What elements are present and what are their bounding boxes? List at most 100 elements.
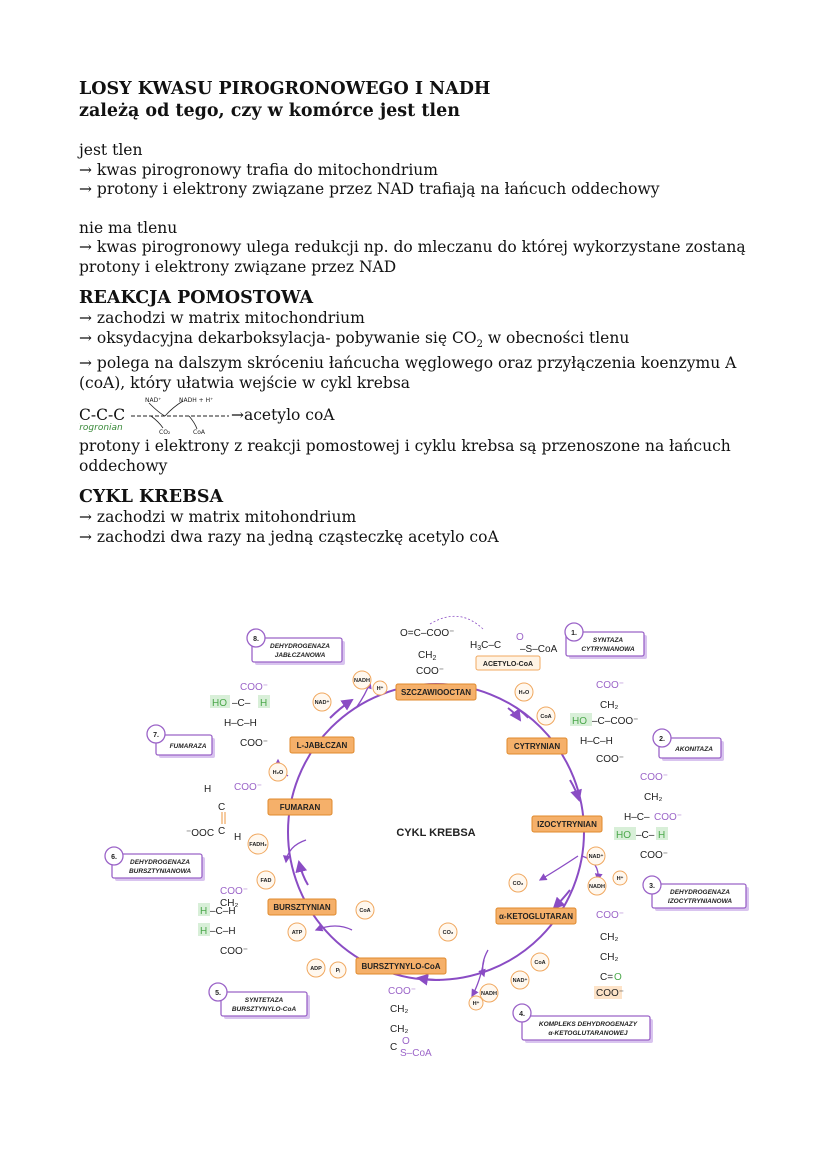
svg-text:O=C–COO⁻: O=C–COO⁻ — [400, 628, 454, 639]
svg-text:Pᵢ: Pᵢ — [336, 968, 341, 974]
svg-text:⁻OOC: ⁻OOC — [186, 828, 214, 839]
bridge-item-1: → zachodzi w matrix mitochondrium — [79, 309, 365, 327]
svg-text:C: C — [218, 802, 225, 813]
svg-text:H⁺: H⁺ — [377, 685, 384, 692]
svg-text:JABŁCZANOWA: JABŁCZANOWA — [275, 652, 326, 659]
svg-text:5.: 5. — [215, 990, 221, 997]
krebs-heading: CYKL KREBSA — [79, 487, 224, 508]
svg-text:COO⁻: COO⁻ — [596, 680, 624, 691]
svg-text:H: H — [658, 830, 665, 841]
svg-text:C=: C= — [600, 972, 613, 983]
mol-coa-3: CoA — [530, 952, 550, 972]
enzyme-5: SYNTETAZA BURSZTYNYLO-CoA 5. — [208, 982, 310, 1019]
svg-text:H: H — [234, 832, 241, 843]
svg-text:COO⁻: COO⁻ — [220, 946, 248, 957]
mol-adp: ADP — [306, 958, 326, 978]
structure-ketoglutaran: COO⁻ CH₂ CH₂ C=O COO⁻ — [594, 910, 624, 999]
title-line-1: LOSY KWASU PIROGRONOWEGO I NADH — [79, 79, 491, 99]
mol-pi: Pᵢ — [329, 961, 347, 979]
scheme-pyruvate-label: pirogronian — [79, 423, 123, 433]
svg-text:COO⁻: COO⁻ — [596, 910, 624, 921]
svg-text:–C–H: –C–H — [210, 926, 236, 937]
scheme-sketch: NAD⁺ NADH + H⁺ CO₂ CoA pirogronian — [79, 397, 229, 436]
svg-text:7.: 7. — [153, 732, 159, 739]
svg-text:NAD⁺: NAD⁺ — [513, 977, 528, 984]
svg-text:2.: 2. — [659, 736, 665, 743]
svg-text:HO: HO — [616, 830, 631, 841]
svg-text:HO: HO — [212, 698, 227, 709]
svg-text:H⁺: H⁺ — [617, 875, 624, 882]
document-page: LOSY KWASU PIROGRONOWEGO I NADH zależą o… — [79, 78, 799, 547]
scheme-co2: CO₂ — [159, 429, 171, 436]
svg-text:H₂O: H₂O — [273, 770, 284, 776]
svg-text:DEHYDROGENAZA: DEHYDROGENAZA — [130, 859, 190, 866]
svg-text:CO₂: CO₂ — [443, 930, 454, 936]
title-line-2: zależą od tego, czy w komórce jest tlen — [79, 101, 460, 121]
oxygen-item-1: → kwas pirogronowy trafia do mitochondri… — [79, 160, 438, 179]
svg-text:–C–COO⁻: –C–COO⁻ — [592, 716, 638, 727]
svg-text:CH₂: CH₂ — [644, 792, 662, 803]
mol-fad: FAD — [256, 870, 276, 890]
svg-text:CoA: CoA — [540, 714, 551, 720]
svg-text:H3C–C: H3C–C — [470, 640, 501, 652]
mol-co2-2: CO₂ — [438, 922, 458, 942]
enzyme-8: DEHYDROGENAZA JABŁCZANOWA 8. — [246, 628, 345, 665]
svg-text:NAD⁺: NAD⁺ — [315, 699, 330, 706]
enzyme-1: SYNTAZA CYTRYNIANOWA 1. — [564, 622, 647, 659]
enzyme-7: FUMARAZA 7. — [146, 724, 215, 758]
intermediate-bursztynian: BURSZTYNIAN — [267, 898, 337, 916]
svg-text:FADH₂: FADH₂ — [249, 842, 267, 848]
no-oxygen-item-1: → kwas pirogronowy ulega redukcji np. do… — [79, 238, 746, 256]
mol-nadh-1: NADH — [352, 670, 372, 690]
bridge-item-3: → polega na dalszym skróceniu łańcucha w… — [79, 354, 737, 373]
svg-text:COO⁻: COO⁻ — [596, 988, 624, 999]
svg-text:BURSZTYNYLO-CoA: BURSZTYNYLO-CoA — [361, 962, 440, 971]
bridge-item-2a: → oksydacyjna dekarboksylacja- pobywanie… — [79, 328, 477, 347]
mol-nadh-2: NADH — [587, 876, 607, 896]
svg-text:–C–H: –C–H — [210, 906, 236, 917]
svg-text:S–CoA: S–CoA — [400, 1048, 432, 1059]
svg-text:SYNTAZA: SYNTAZA — [593, 637, 624, 644]
scheme-start: C-C-C — [79, 406, 126, 425]
svg-text:COO⁻: COO⁻ — [388, 986, 416, 997]
svg-text:COO⁻: COO⁻ — [240, 682, 268, 693]
mol-atp: ATP — [287, 922, 307, 942]
no-oxygen-item-1b: protony i elektrony związane przez NAD — [79, 257, 397, 276]
intermediate-fumaran: FUMARAN — [267, 798, 333, 816]
svg-text:O: O — [516, 632, 524, 643]
svg-text:H: H — [260, 698, 267, 709]
bridge-note-2: oddechowy — [79, 456, 168, 475]
svg-text:CoA: CoA — [359, 908, 370, 914]
svg-text:NADH: NADH — [481, 991, 497, 997]
svg-text:CH₂: CH₂ — [600, 700, 618, 711]
mol-h2o-1: H₂O — [514, 682, 534, 702]
svg-text:O: O — [402, 1036, 410, 1047]
svg-text:AKONITAZA: AKONITAZA — [674, 746, 713, 753]
svg-text:H–C–H: H–C–H — [580, 736, 613, 747]
svg-text:C: C — [390, 1042, 397, 1053]
bridge-item-2: → oksydacyjna dekarboksylacja- pobywanie… — [79, 329, 799, 355]
svg-text:H–C–: H–C– — [624, 812, 650, 823]
enzyme-4: KOMPLEKS DEHYDROGENAZY α-KETOGLUTARANOWE… — [512, 1003, 653, 1043]
krebs-cycle-diagram: CYKL KREBSA SZCZAWIOOCTAN CYTRYNIAN IZOC… — [104, 615, 749, 1059]
svg-text:IZOCYTRYNIANOWA: IZOCYTRYNIANOWA — [668, 898, 732, 905]
svg-text:COO⁻: COO⁻ — [416, 666, 444, 677]
svg-text:ACETYLO-CoA: ACETYLO-CoA — [483, 661, 533, 668]
svg-text:CH₂: CH₂ — [600, 932, 618, 943]
svg-text:CYTRYNIAN: CYTRYNIAN — [514, 742, 561, 751]
svg-text:NADH: NADH — [354, 678, 370, 684]
svg-text:FUMARAN: FUMARAN — [280, 803, 321, 812]
mol-coa-2: CoA — [355, 900, 375, 920]
svg-text:CH₂: CH₂ — [390, 1024, 408, 1035]
bridge-item-3b: (coA), który ułatwia wejście w cykl kreb… — [79, 373, 411, 392]
mol-h-1: H⁺ — [372, 680, 388, 696]
mol-nad-1: NAD⁺ — [312, 692, 332, 712]
svg-text:HO: HO — [572, 716, 587, 727]
structure-izocytrynian: COO⁻ CH₂ H–C–COO⁻ HO–C–H COO⁻ — [614, 772, 682, 861]
svg-text:SZCZAWIOOCTAN: SZCZAWIOOCTAN — [401, 688, 471, 697]
cycle-center-label: CYKL KREBSA — [396, 827, 475, 839]
svg-text:CO₂: CO₂ — [513, 881, 524, 887]
scheme-end: →acetylo coA — [231, 406, 335, 425]
svg-text:CH2: CH2 — [418, 650, 436, 662]
svg-text:COO⁻: COO⁻ — [654, 812, 682, 823]
